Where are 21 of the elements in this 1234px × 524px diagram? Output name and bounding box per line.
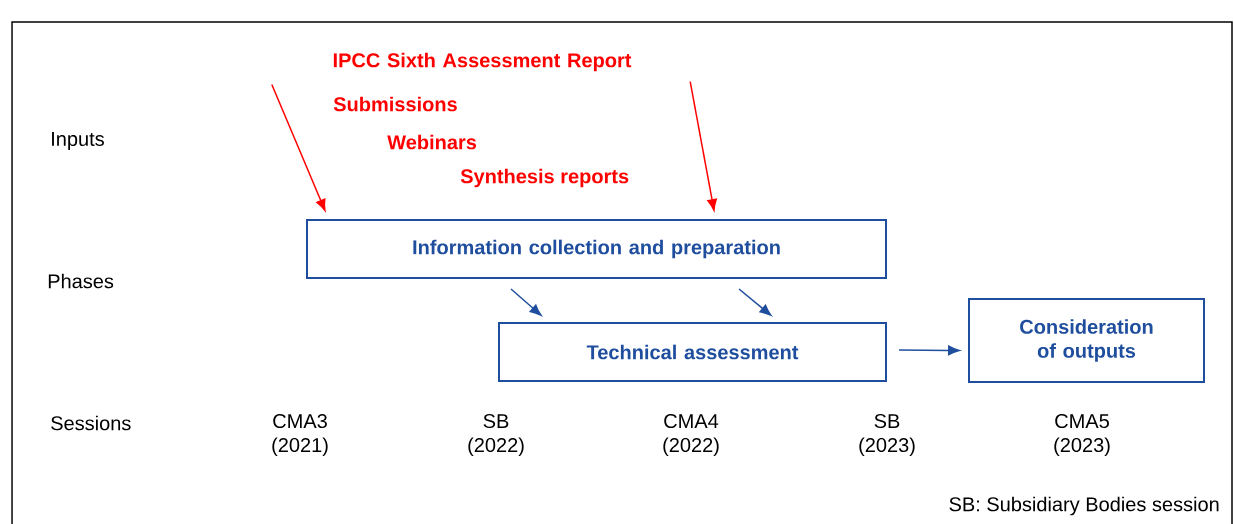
arrow [510,288,542,316]
session-label: CMA5 (2023) [1054,413,1110,457]
arrow [898,345,960,356]
arrow [738,288,772,316]
phase-box: Technical assessment [498,322,887,382]
session-label: CMA3 (2021) [272,413,328,457]
input-text: Webinars [387,134,477,150]
session-label: SB (2023) [859,413,915,457]
row-label: Phases [48,273,114,289]
input-text: IPCC Sixth Assessment Report [333,52,632,72]
row-label: Sessions [51,415,131,431]
row-label: Inputs [52,132,104,150]
phase-box: Consideration of outputs [968,298,1205,383]
input-text: Synthesis reports [460,168,629,188]
input-text: Submissions [333,96,457,112]
arrow [271,83,326,211]
footnote: SB: Subsidiary Bodies session [949,496,1219,516]
session-label: SB (2022) [468,413,524,457]
arrow [689,80,717,211]
phase-box: Information collection and preparation [306,219,887,279]
session-label: CMA4 (2022) [663,413,719,457]
